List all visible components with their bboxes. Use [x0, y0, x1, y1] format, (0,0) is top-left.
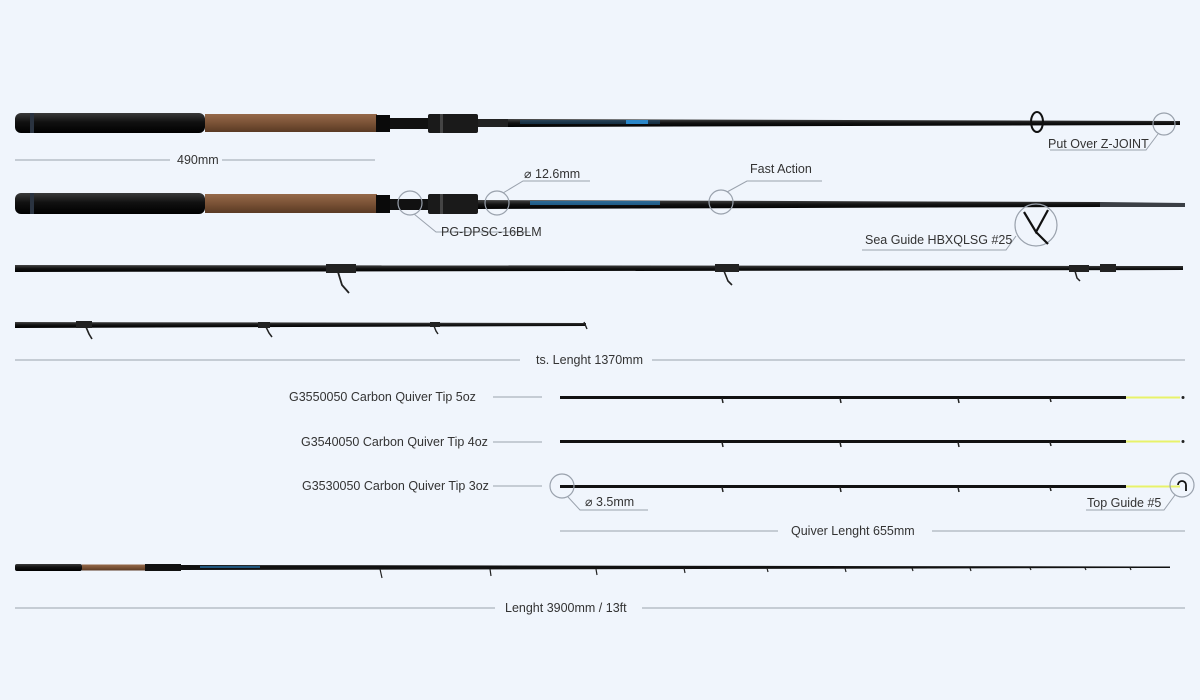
line-guide-icon — [337, 271, 350, 294]
rod-tip-section — [15, 321, 588, 340]
line-guide-icon — [1074, 270, 1081, 282]
line-guide-icon — [85, 326, 93, 340]
handle-length-label: 490mm — [177, 153, 219, 167]
leader-line — [726, 180, 822, 193]
rod-butt-section-side — [15, 193, 1185, 214]
quiver-tip-4oz — [493, 440, 1185, 448]
magnifier-circle-icon — [1152, 112, 1176, 136]
magnifier-circle-icon — [484, 190, 510, 216]
quiver-tip-5oz — [493, 396, 1185, 404]
quiver-tip-5oz-label: G3550050 Carbon Quiver Tip 5oz — [289, 390, 476, 404]
quiver-tip-3oz-label: G3530050 Carbon Quiver Tip 3oz — [302, 479, 489, 493]
rod-butt-section-top — [15, 111, 1180, 133]
line-guide-icon — [265, 326, 273, 338]
leader-line — [502, 180, 590, 194]
magnifier-circle-icon — [708, 189, 734, 215]
put-over-joint-label: Put Over Z-JOINT — [1048, 137, 1149, 151]
tip-diameter-label: ⌀ 3.5mm — [585, 495, 635, 509]
rod-middle-section — [15, 264, 1183, 294]
rod-full-assembled — [15, 564, 1170, 579]
leader-line — [413, 213, 530, 233]
quiver-length-label: Quiver Lenght 655mm — [791, 524, 915, 538]
leader-line — [1050, 133, 1159, 151]
line-guide-icon — [723, 270, 733, 286]
magnifier-circle-icon — [1014, 203, 1058, 247]
leader-line — [567, 496, 648, 511]
leader-line — [1086, 494, 1176, 511]
top-guide-icon — [1177, 480, 1187, 491]
magnifier-circle-icon — [397, 190, 423, 216]
section-length-label: ts. Lenght 1370mm — [536, 353, 644, 367]
total-length-label: Lenght 3900mm / 13ft — [505, 601, 627, 615]
top-guide-label: Top Guide #5 — [1087, 496, 1162, 510]
line-guide-icon — [1023, 209, 1049, 245]
magnifier-circle-icon — [549, 473, 575, 499]
quiver-tip-3oz — [493, 485, 1180, 493]
quiver-tip-4oz-label: G3540050 Carbon Quiver Tip 4oz — [301, 435, 488, 449]
sea-guide-label: Sea Guide HBXQLSG #25 — [865, 233, 1013, 247]
fast-action-label: Fast Action — [750, 162, 812, 176]
magnifier-circle-icon — [1169, 472, 1195, 498]
line-guide-icon — [433, 325, 439, 335]
leader-line — [862, 235, 1017, 251]
reel-seat-label: PG-DPSC-16BLM — [441, 225, 542, 239]
butt-diameter-label: ⌀ 12.6mm — [524, 167, 581, 181]
